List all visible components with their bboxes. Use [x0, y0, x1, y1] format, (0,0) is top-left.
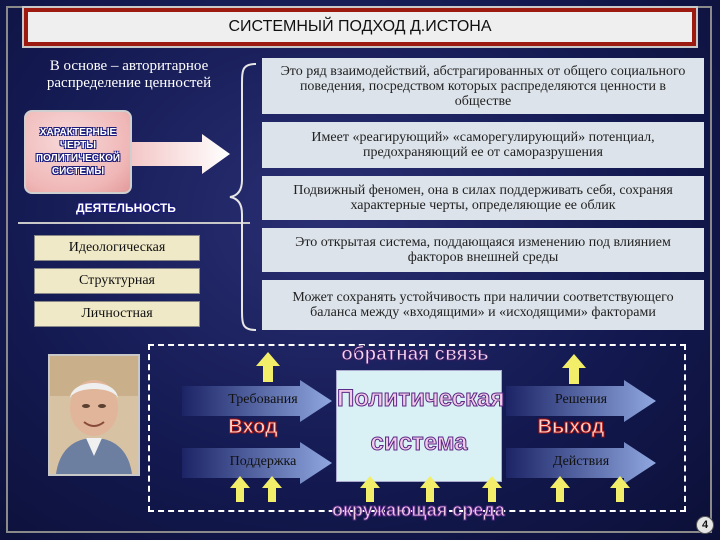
basis-text: В основе – авторитарное распределение це…	[46, 58, 212, 91]
type-ideological: Идеологическая	[34, 235, 200, 261]
right-arrow-icon	[132, 134, 230, 174]
output-arrow-actions	[506, 442, 656, 484]
page-title: СИСТЕМНЫЙ ПОДХОД Д.ИСТОНА	[28, 12, 692, 42]
system-title-line2: система	[370, 429, 468, 457]
type-structural: Структурная	[34, 268, 200, 294]
characteristic-3: Подвижный феномен, она в силах поддержив…	[262, 176, 704, 220]
type-personal: Личностная	[34, 301, 200, 327]
environment-arrows	[230, 476, 630, 502]
output-decisions-label: Решения	[554, 392, 608, 407]
activity-label: Деятельность	[76, 201, 176, 215]
characteristic-4: Это открытая система, поддающаяся измене…	[262, 228, 704, 272]
activity-divider	[18, 222, 250, 224]
characteristic-5: Может сохранять устойчивость при наличии…	[262, 280, 704, 330]
input-arrow-demands	[182, 380, 332, 422]
system-title-line1: Политическая	[337, 385, 506, 413]
output-arrow-decisions	[506, 380, 656, 422]
title-bar: СИСТЕМНЫЙ ПОДХОД Д.ИСТОНА	[22, 6, 698, 48]
output-label: Выход	[537, 416, 605, 439]
portrait-photo	[48, 354, 140, 476]
input-demands-label: Требования	[228, 392, 298, 407]
political-system-box: Политическая система	[336, 370, 506, 482]
input-arrow-support	[182, 442, 332, 484]
feedback-up-arrow-icon	[256, 352, 280, 382]
characteristic-2: Имеет «реагирующий» «саморегулирующий» п…	[262, 122, 704, 168]
input-support-label: Поддержка	[229, 454, 297, 469]
input-label: Вход	[228, 416, 278, 439]
page-number: 4	[696, 516, 714, 534]
environment-label: окружающая среда	[332, 500, 506, 521]
feedback-up-arrow-icon	[562, 354, 586, 384]
easton-diagram-frame	[148, 344, 686, 512]
characteristic-1: Это ряд взаимодействий, абстрагированных…	[262, 58, 704, 114]
features-box: Характерные черты политической системы	[24, 110, 132, 194]
output-actions-label: Действия	[552, 454, 610, 469]
curly-brace-icon	[229, 63, 257, 331]
feedback-label: обратная связь	[341, 344, 489, 366]
